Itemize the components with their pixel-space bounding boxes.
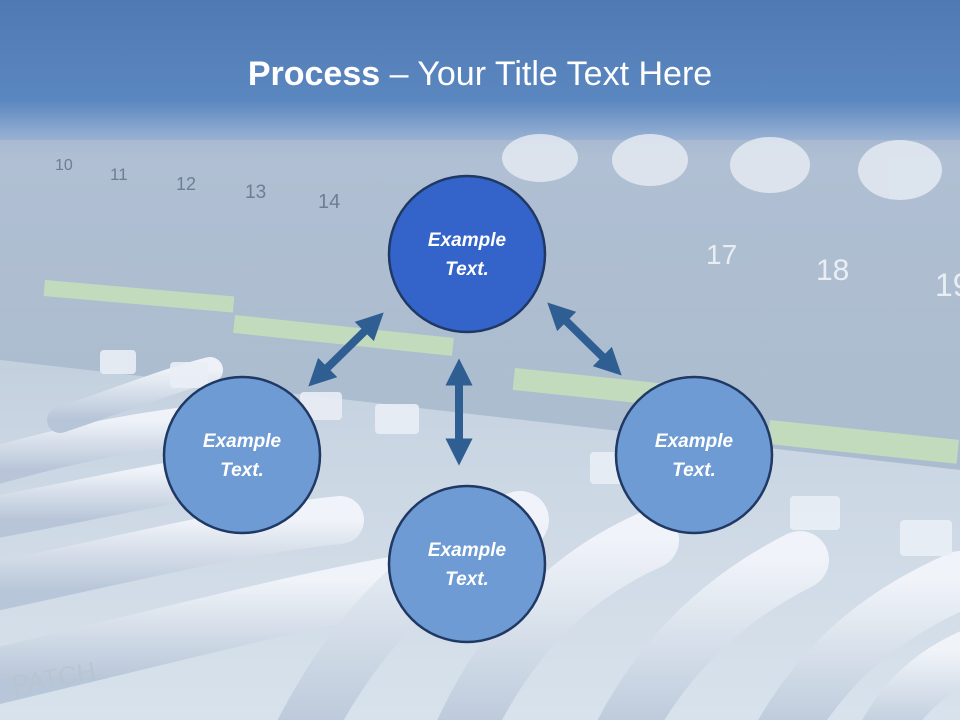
port-number: 17: [706, 239, 737, 270]
node-label-right: Example Text.: [616, 427, 772, 485]
process-node-bottom: [387, 484, 547, 644]
port-number: 18: [816, 254, 849, 287]
node-label-line: Text.: [445, 259, 489, 280]
node-label-line: Text.: [220, 460, 264, 481]
double-arrow-top-right: [547, 302, 622, 376]
node-label-bottom: Example Text.: [389, 536, 545, 594]
port-number: 13: [245, 182, 266, 203]
node-label-line: Example: [427, 230, 507, 251]
slide-title: Process – Your Title Text Here: [0, 52, 960, 96]
process-node-left: [162, 375, 322, 535]
node-label-line: Text.: [672, 460, 716, 481]
node-label-top: Example Text.: [389, 226, 545, 284]
port-number: 11: [110, 165, 128, 184]
node-label-line: Example: [427, 540, 507, 561]
node-label-line: Example: [202, 431, 282, 452]
title-rest: – Your Title Text Here: [380, 55, 713, 93]
node-label-left: Example Text.: [164, 427, 320, 485]
double-arrow-top-left: [308, 312, 384, 387]
process-node-right: [614, 375, 774, 535]
title-bold: Process: [247, 55, 381, 93]
port-number: 10: [55, 157, 73, 174]
port-number: 19: [935, 267, 960, 303]
process-node-top: [387, 174, 547, 334]
port-number: 12: [176, 174, 196, 194]
node-label-line: Example: [654, 431, 734, 452]
port-number: 14: [318, 191, 340, 213]
node-label-line: Text.: [445, 569, 489, 590]
